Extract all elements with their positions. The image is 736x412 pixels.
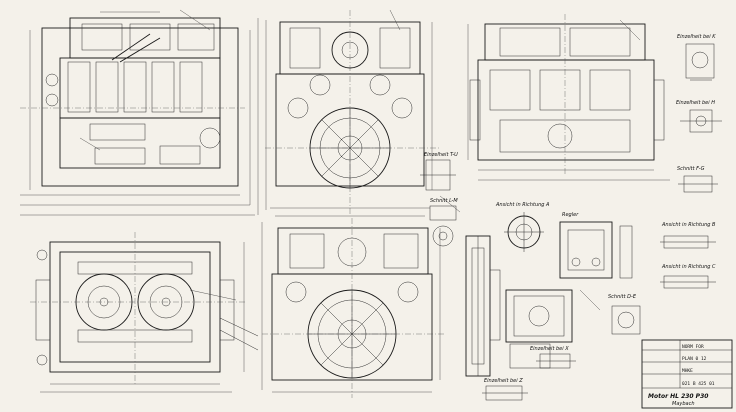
title-motor: Motor HL 230 P30: [648, 393, 708, 400]
label-schnitt-de: Schnitt D-E: [608, 294, 637, 300]
section-lm: Schnitt L-M: [429, 198, 458, 247]
regler-detail: Regler: [559, 212, 633, 279]
label-schnitt-lm: Schnitt L-M: [430, 198, 458, 204]
label-ansicht-c: Ansicht in Richtung C: [661, 264, 716, 270]
title-maker: Maybach: [672, 401, 695, 407]
label-einzelheit-z: Einzelheit bei Z: [484, 378, 523, 384]
title-drawing-no: 021 B 425 01: [682, 381, 715, 387]
label-schnitt-fg: Schnitt F-G: [677, 166, 705, 172]
label-ansicht-a: Ansicht in Richtung A: [495, 202, 550, 208]
detail-z: Einzelheit bei Z: [482, 378, 528, 401]
label-ansicht-b: Ansicht in Richtung B: [661, 222, 716, 228]
section-de: Schnitt D-E: [608, 294, 641, 335]
end-view-engine: [261, 218, 445, 398]
rear-view-engine: [467, 14, 670, 181]
label-einzelheit-k: Einzelheit bei K: [677, 34, 716, 40]
view-a-detail: Ansicht in Richtung A: [495, 202, 550, 252]
label-einzelheit-h: Einzelheit bei H: [676, 100, 715, 106]
detail-h: Einzelheit bei H: [676, 100, 722, 133]
clutch-section: [465, 235, 501, 377]
einspritz-pump: [505, 289, 573, 369]
detail-x: Einzelheit bei X: [530, 346, 576, 369]
leader-lines: [79, 9, 641, 311]
label-einzelheit-x: Einzelheit bei X: [530, 346, 569, 352]
detail-tu: Einzelheit T-U: [420, 152, 458, 191]
view-b-c: Ansicht in Richtung B Ansicht in Richtun…: [660, 222, 716, 289]
title-block: NORM FOR PLAN 0 12 MHKE 021 B 425 01 Mot…: [641, 339, 733, 409]
detail-k: Einzelheit bei K: [677, 34, 716, 81]
title-plan-no: PLAN 0 12: [682, 356, 707, 362]
front-view-engine: [265, 10, 440, 217]
title-code: MHKE: [682, 368, 693, 374]
section-fg: Schnitt F-G: [677, 166, 718, 193]
label-einzelheit-tu: Einzelheit T-U: [424, 152, 458, 158]
side-view-engine: [20, 11, 259, 216]
label-regler: Regler: [562, 212, 579, 218]
title-norm: NORM FOR: [682, 344, 704, 350]
plan-view-engine: [30, 232, 259, 393]
